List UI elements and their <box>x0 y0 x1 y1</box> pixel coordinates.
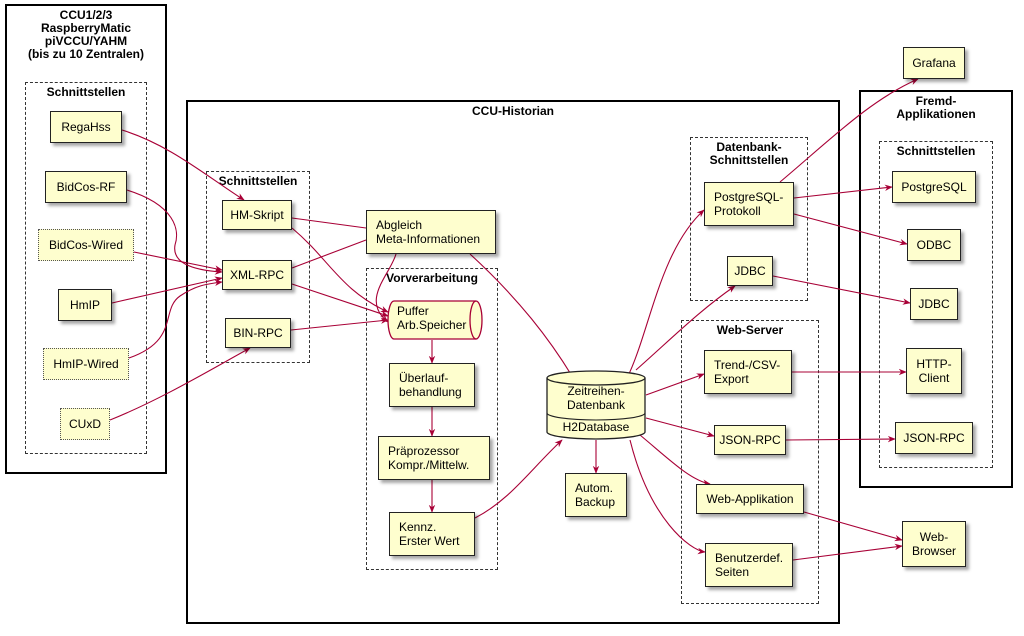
node-grafana: Grafana <box>903 47 965 79</box>
ccu-title: CCU1/2/3 RaspberryMatic piVCCU/YAHM (bis… <box>27 8 145 61</box>
db-interfaces-title: Datenbank- Schnittstellen <box>709 140 789 167</box>
node-foreign-json-rpc: JSON-RPC <box>895 422 973 454</box>
node-hm-skript: HM-Skript <box>222 200 292 230</box>
node-cuxd: CUxD <box>60 408 110 440</box>
node-buffer: Puffer Arb.Speicher <box>387 300 484 340</box>
web-server-title: Web-Server <box>716 323 784 337</box>
node-backup: Autom. Backup <box>565 473 627 517</box>
node-postgresql: PostgreSQL <box>892 171 976 203</box>
node-http-client: HTTP- Client <box>906 348 962 394</box>
node-custom-pages: Benutzerdef. Seiten <box>705 543 793 587</box>
node-bin-rpc: BIN-RPC <box>225 318 291 348</box>
node-bidcos-wired: BidCos-Wired <box>38 229 134 261</box>
ccu-interfaces-title: Schnittstellen <box>46 85 126 99</box>
node-trend-export: Trend-/CSV- Export <box>704 350 792 394</box>
node-web-app: Web-Applikation <box>696 484 804 514</box>
foreign-title: Fremd- Applikationen <box>896 94 976 121</box>
node-xml-rpc: XML-RPC <box>222 260 292 290</box>
node-overflow: Überlauf- behandlung <box>389 363 475 407</box>
node-postgres-protocol: PostgreSQL- Protokoll <box>704 182 794 226</box>
node-database: Zeitreihen- Datenbank H2Database <box>546 370 646 440</box>
node-regahss: RegaHss <box>50 111 122 143</box>
preprocessing-group: Vorverarbeitung <box>366 268 498 570</box>
node-hmip-wired: HmIP-Wired <box>43 348 129 380</box>
node-web-browser: Web- Browser <box>902 521 966 567</box>
historian-interfaces-title: Schnittstellen <box>218 174 298 188</box>
node-abgleich: Abgleich Meta-Informationen <box>366 210 496 254</box>
node-db-jdbc: JDBC <box>727 256 773 286</box>
preprocessing-title: Vorverarbeitung <box>386 271 478 285</box>
historian-title: CCU-Historian <box>471 104 554 118</box>
node-foreign-jdbc: JDBC <box>910 288 958 320</box>
foreign-interfaces-title: Schnittstellen <box>896 144 976 158</box>
node-preprocessor: Präprozessor Kompr./Mittelw. <box>378 436 490 480</box>
node-web-json-rpc: JSON-RPC <box>714 425 786 455</box>
node-bidcos-rf: BidCos-RF <box>45 171 127 203</box>
node-hmip: HmIP <box>58 289 112 321</box>
node-odbc: ODBC <box>907 229 961 261</box>
node-mark-first: Kennz. Erster Wert <box>389 512 475 556</box>
